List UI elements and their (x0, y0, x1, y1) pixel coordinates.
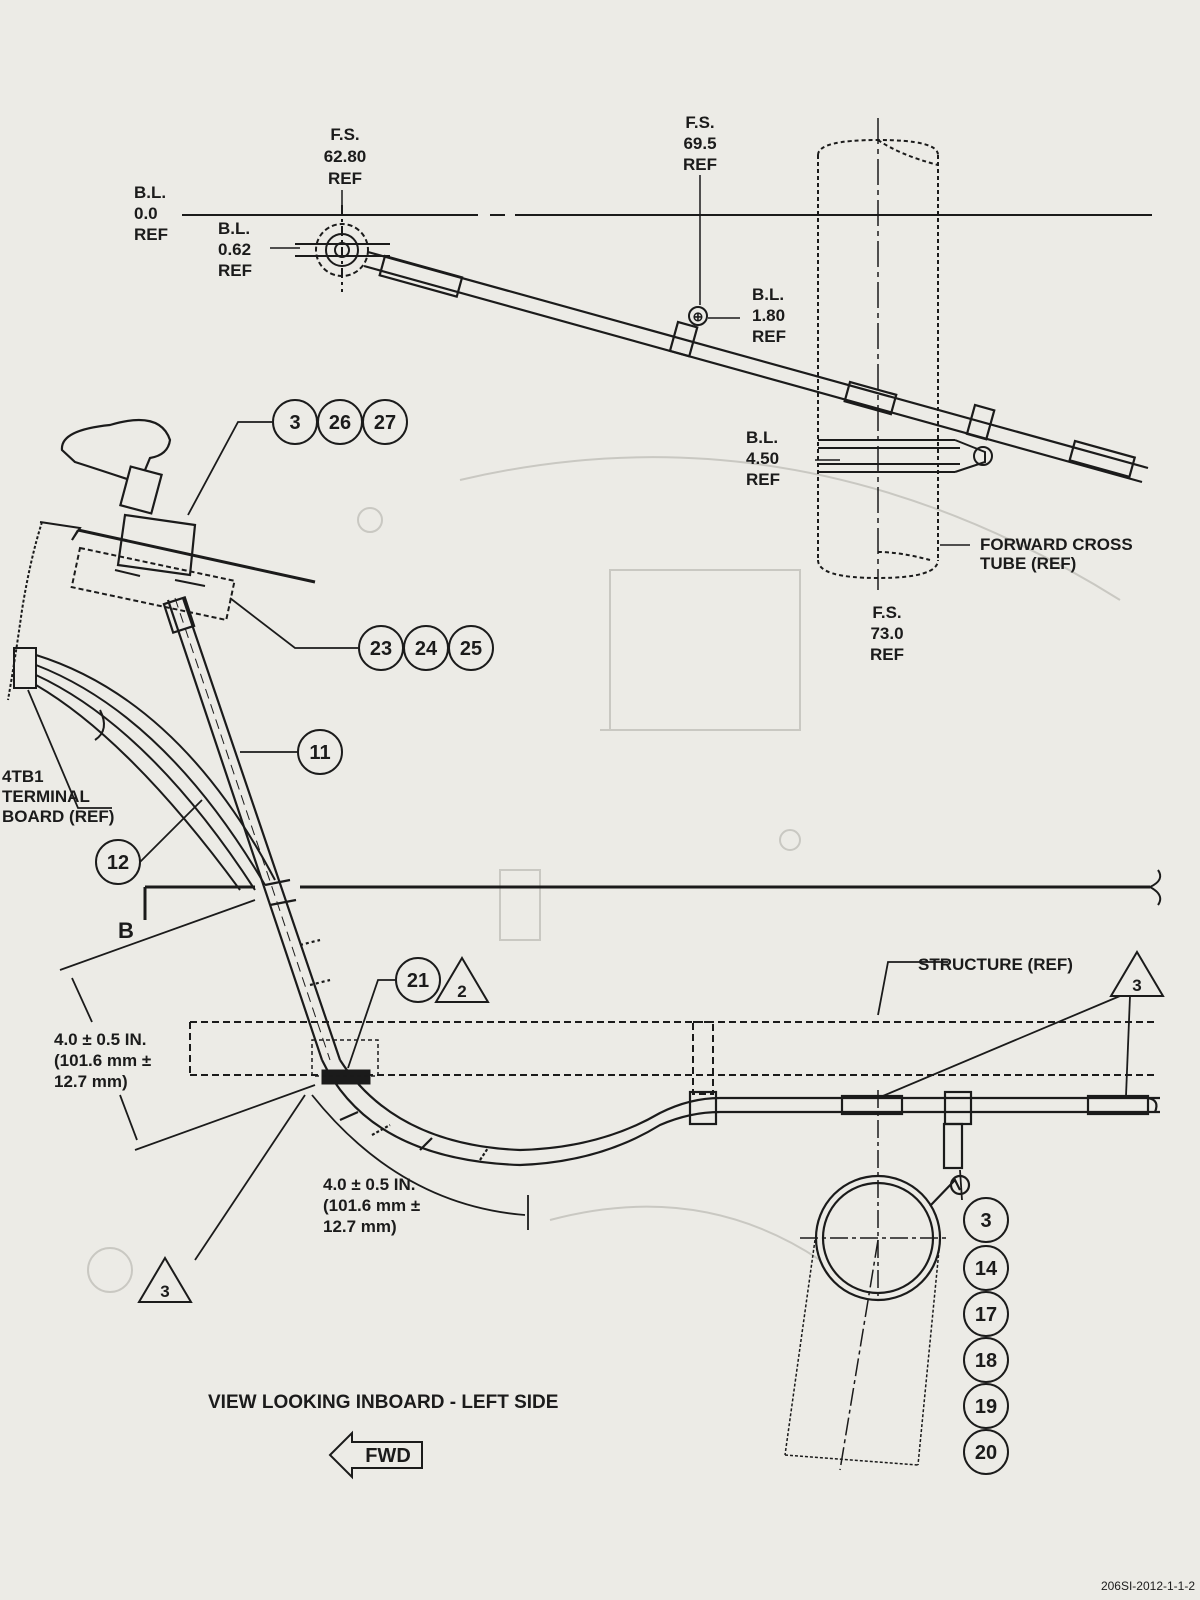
svg-text:TERMINAL: TERMINAL (2, 787, 90, 806)
note-triangle-3-right: 3 (1109, 950, 1165, 997)
lower-tube-and-clamp (784, 1090, 971, 1471)
callout-group-c: 3 14 17 18 19 20 (963, 1197, 1009, 1475)
svg-text:4.0 ± 0.5 IN.: 4.0 ± 0.5 IN. (323, 1175, 416, 1194)
svg-text:REF: REF (746, 470, 780, 489)
svg-text:FORWARD CROSS: FORWARD CROSS (980, 535, 1133, 554)
forward-cross-tube-label: FORWARD CROSS TUBE (REF) (980, 535, 1133, 573)
svg-text:25: 25 (460, 638, 482, 660)
svg-text:27: 27 (374, 412, 396, 434)
callout-21: 21 (395, 957, 441, 1003)
mounting-bracket (7, 521, 316, 701)
note-triangle-3-left: 3 (137, 1256, 193, 1303)
svg-text:21: 21 (407, 970, 429, 992)
callout-12: 12 (95, 839, 141, 885)
svg-text:0.0: 0.0 (134, 204, 158, 223)
svg-text:3: 3 (289, 412, 300, 434)
svg-text:F.S.: F.S. (685, 113, 714, 132)
structure-reference (189, 1021, 1158, 1095)
station-bl-062: B.L. 0.62 REF (218, 219, 252, 280)
view-title: VIEW LOOKING INBOARD - LEFT SIDE (208, 1392, 558, 1413)
clamp-bl-180-icon (688, 306, 708, 326)
dimension-lower: 4.0 ± 0.5 IN. (101.6 mm ± 12.7 mm) (323, 1175, 420, 1236)
svg-text:18: 18 (975, 1350, 997, 1372)
svg-text:4TB1: 4TB1 (2, 767, 44, 786)
svg-text:20: 20 (975, 1442, 997, 1464)
terminal-board-label: 4TB1 TERMINAL BOARD (REF) (2, 767, 114, 826)
svg-text:73.0: 73.0 (870, 624, 903, 643)
svg-text:19: 19 (975, 1396, 997, 1418)
svg-text:TUBE (REF): TUBE (REF) (980, 554, 1076, 573)
svg-text:(101.6 mm ±: (101.6 mm ± (323, 1196, 420, 1215)
top-view: ⊕ F.S. 62.80 REF F.S. 69.5 (134, 113, 1152, 664)
svg-text:4.50: 4.50 (746, 449, 779, 468)
svg-text:B.L.: B.L. (752, 285, 784, 304)
svg-text:F.S.: F.S. (872, 603, 901, 622)
top-cable-run (363, 250, 1149, 484)
handle-cable (162, 595, 342, 1061)
callout-group-b: 23 24 25 (358, 625, 494, 671)
svg-text:B.L.: B.L. (746, 428, 778, 447)
svg-text:69.5: 69.5 (683, 134, 716, 153)
background-ghost-drawing (87, 456, 1121, 1293)
station-fs-730: F.S. 73.0 REF (870, 603, 904, 664)
svg-text:12.7 mm): 12.7 mm) (54, 1072, 128, 1091)
svg-text:1.80: 1.80 (752, 306, 785, 325)
structure-label: STRUCTURE (REF) (918, 955, 1073, 974)
callout-group-a: 3 26 27 (272, 399, 408, 445)
svg-text:⊕: ⊕ (693, 309, 704, 324)
svg-text:REF: REF (328, 169, 362, 188)
svg-text:REF: REF (134, 225, 168, 244)
station-bl-180: B.L. 1.80 REF (752, 285, 786, 346)
svg-text:26: 26 (329, 412, 351, 434)
svg-text:12.7 mm): 12.7 mm) (323, 1217, 397, 1236)
bottom-cable-run (321, 1059, 1160, 1167)
svg-text:17: 17 (975, 1304, 997, 1326)
svg-text:(101.6 mm ±: (101.6 mm ± (54, 1051, 151, 1070)
svg-text:REF: REF (218, 261, 252, 280)
svg-text:0.62: 0.62 (218, 240, 251, 259)
top-connector (295, 205, 390, 292)
svg-text:12: 12 (107, 852, 129, 874)
svg-text:23: 23 (370, 638, 392, 660)
svg-text:REF: REF (870, 645, 904, 664)
fwd-arrow-icon: FWD (328, 1430, 423, 1480)
svg-text:REF: REF (683, 155, 717, 174)
grommet (321, 1069, 371, 1085)
svg-text:BOARD (REF): BOARD (REF) (2, 807, 114, 826)
callout-leaders (27, 421, 1131, 1261)
svg-text:B.L.: B.L. (218, 219, 250, 238)
svg-text:3: 3 (980, 1210, 991, 1232)
callout-11: 11 (297, 729, 343, 775)
section-marker: B (118, 918, 134, 943)
svg-text:FWD: FWD (365, 1445, 411, 1467)
svg-text:2: 2 (457, 982, 466, 1001)
note-triangle-2: 2 (434, 956, 490, 1003)
drawing-id: 206SI-2012-1-1-2 (1101, 1579, 1195, 1593)
svg-text:14: 14 (975, 1258, 998, 1280)
svg-text:4.0 ± 0.5 IN.: 4.0 ± 0.5 IN. (54, 1030, 147, 1049)
svg-text:62.80: 62.80 (324, 147, 367, 166)
section-b-line (143, 869, 1162, 920)
terminal-board-harness (13, 647, 276, 891)
dimension-upper: 4.0 ± 0.5 IN. (101.6 mm ± 12.7 mm) (54, 1030, 151, 1091)
svg-text:REF: REF (752, 327, 786, 346)
dimension-lines (59, 899, 529, 1230)
clamp-bl-450 (818, 439, 993, 473)
svg-text:3: 3 (160, 1282, 169, 1301)
station-fs-695: F.S. 69.5 REF (683, 113, 717, 174)
station-fs-6280: F.S. 62.80 REF (324, 125, 367, 188)
svg-text:11: 11 (309, 742, 330, 764)
svg-text:24: 24 (415, 638, 438, 660)
station-bl-00: B.L. 0.0 REF (134, 183, 168, 244)
svg-text:F.S.: F.S. (330, 125, 359, 144)
station-bl-450: B.L. 4.50 REF (746, 428, 780, 489)
svg-text:3: 3 (1132, 976, 1141, 995)
svg-text:B.L.: B.L. (134, 183, 166, 202)
